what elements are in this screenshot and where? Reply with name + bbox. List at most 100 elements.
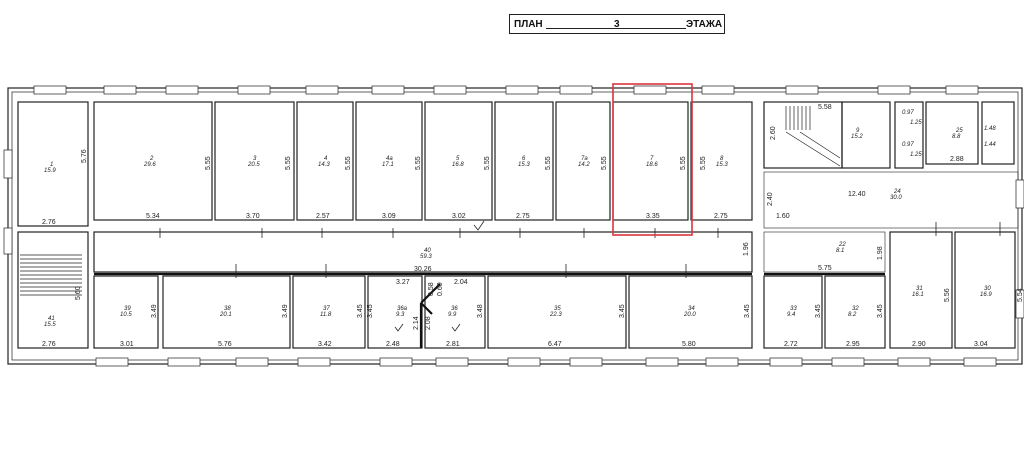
room-dim: 5.34 xyxy=(146,213,160,220)
check-icon xyxy=(451,323,461,332)
room-dim: 3.45 xyxy=(877,304,884,318)
room-dim: 5.80 xyxy=(682,341,696,348)
windows-side xyxy=(3,149,1024,319)
room-dim: 5.55 xyxy=(205,156,212,170)
plan-title: ПЛАН 3 ЭТАЖА xyxy=(509,14,725,34)
room-dim: 3.45 xyxy=(619,304,626,318)
room-dim: 3.35 xyxy=(646,213,660,220)
room-5-walls xyxy=(424,101,493,221)
room-33-walls xyxy=(763,275,823,349)
room-area: 29.6 xyxy=(143,162,156,168)
room-num: 8 xyxy=(720,156,724,162)
room-dim: 2.76 xyxy=(42,219,56,226)
room-area: 8.8 xyxy=(952,134,961,140)
room-num: 40 xyxy=(424,248,431,254)
room-num: 32 xyxy=(852,306,859,312)
staircase-right xyxy=(785,106,841,167)
highlight-frame-room-7 xyxy=(612,83,693,236)
wc-walls xyxy=(894,101,924,169)
room-dim: 3.45 xyxy=(744,304,751,318)
room-dim: 5.55 xyxy=(680,156,687,170)
room-area: 8.1 xyxy=(836,248,844,254)
misc-dim: 0.60 xyxy=(437,282,444,296)
corridor-40-walls xyxy=(93,231,753,273)
room-dim: 5.55 xyxy=(415,156,422,170)
wc-label: 1.25 xyxy=(910,120,922,126)
room-36-walls xyxy=(424,275,486,349)
room-dim: 3.02 xyxy=(452,213,466,220)
room-dim: 3.09 xyxy=(382,213,396,220)
room-32-walls xyxy=(824,275,886,349)
room-9-walls xyxy=(841,101,891,169)
outer-wall xyxy=(7,87,1023,365)
misc-dim: 2.08 xyxy=(425,316,432,330)
room-dim: 2.57 xyxy=(316,213,330,220)
room-area: 9.4 xyxy=(787,312,796,318)
check-icon xyxy=(473,220,485,231)
room-num: 1 xyxy=(50,162,53,168)
room-dim: 2.75 xyxy=(516,213,530,220)
room-area: 20.5 xyxy=(247,162,260,168)
title-floor: 3 xyxy=(614,19,620,30)
room-num: 25 xyxy=(955,128,963,134)
room-dim: 3.42 xyxy=(318,341,332,348)
room-2-walls xyxy=(93,101,213,221)
room-30-walls xyxy=(954,231,1016,349)
room-6-walls xyxy=(494,101,554,221)
room-num: 2 xyxy=(149,156,154,162)
windows-top xyxy=(33,85,979,95)
room-dim: 3.01 xyxy=(120,341,134,348)
room-dim: 2.81 xyxy=(446,341,460,348)
room-area: 9.3 xyxy=(396,312,405,318)
room-num: 35 xyxy=(554,306,561,312)
room-num: 34 xyxy=(688,306,695,312)
wc-label: 1.25 xyxy=(910,152,922,158)
title-underline xyxy=(546,28,686,29)
room-area: 14.2 xyxy=(578,162,590,168)
room-dim: 3.49 xyxy=(151,304,158,318)
room-num: 9 xyxy=(856,128,860,134)
check-icon xyxy=(394,323,404,332)
room-39-walls xyxy=(93,275,159,349)
room-dim: 6.47 xyxy=(548,341,562,348)
room-31-walls xyxy=(889,231,953,349)
wc-label: 1.48 xyxy=(984,126,996,132)
room-area: 20.0 xyxy=(683,312,696,318)
wc-label: 0.97 xyxy=(902,142,914,148)
windows-bottom xyxy=(95,357,997,367)
room-area: 16.9 xyxy=(980,292,992,298)
room-num: 6 xyxy=(522,156,526,162)
room-38-walls xyxy=(162,275,291,349)
room-num: 31 xyxy=(916,286,923,292)
room-num: 7а xyxy=(581,156,588,162)
walls xyxy=(7,87,1023,365)
room-dim: 5.55 xyxy=(285,156,292,170)
room-dim: 3.49 xyxy=(282,304,289,318)
room-area: 15.2 xyxy=(851,134,863,140)
room-dim: 5.58 xyxy=(818,104,832,111)
room-num: 24 xyxy=(893,189,901,195)
room-num: 22 xyxy=(838,242,846,248)
hall-22-walls xyxy=(763,231,886,273)
room-area: 15.3 xyxy=(518,162,530,168)
room-dim: 5.54 xyxy=(1017,288,1024,302)
room-num: 30 xyxy=(984,286,991,292)
room-num: 3 xyxy=(253,156,257,162)
room-area: 10.5 xyxy=(120,312,132,318)
room-area: 15.9 xyxy=(44,168,56,174)
room-area: 22.3 xyxy=(549,312,562,318)
partition-diagonal-a xyxy=(420,283,441,304)
room-dim: 3.04 xyxy=(974,341,988,348)
room-area: 15.5 xyxy=(44,322,56,328)
room-dim: 3.27 xyxy=(396,279,410,286)
room-37-walls xyxy=(292,275,366,349)
room-area: 59.3 xyxy=(420,254,432,260)
room-34-walls xyxy=(628,275,753,349)
room-dim: 5.75 xyxy=(818,265,832,272)
misc-dim: 2.14 xyxy=(413,316,420,330)
room-36a-walls xyxy=(367,275,423,349)
room-dim: 2.40 xyxy=(767,192,774,206)
room-dim: 5.55 xyxy=(601,156,608,170)
room-area: 11.8 xyxy=(320,312,332,318)
